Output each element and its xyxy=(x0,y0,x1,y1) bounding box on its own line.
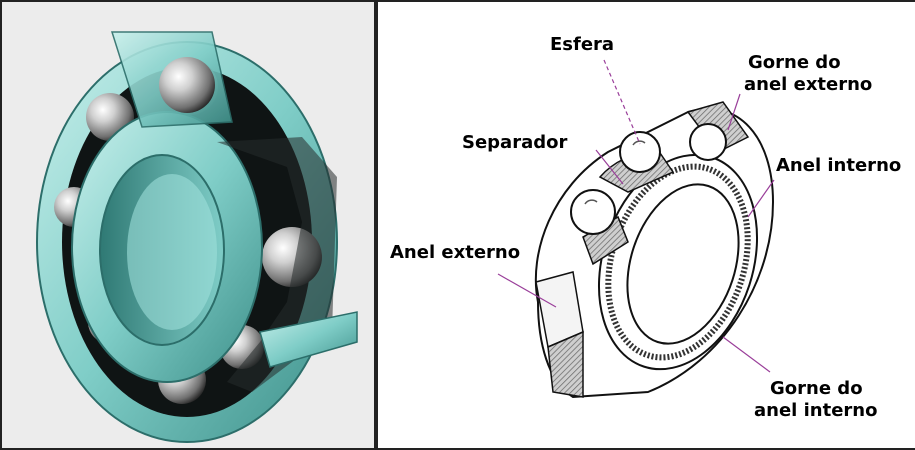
label-gorne-externo-line1: Gorne do xyxy=(748,52,841,73)
label-separador: Separador xyxy=(462,132,567,153)
ball-shape xyxy=(620,132,660,172)
bearing-photo-panel xyxy=(0,0,376,450)
label-anel-externo: Anel externo xyxy=(390,242,520,263)
label-gorne-externo-line2: anel externo xyxy=(744,74,872,95)
label-gorne-interno-line2: anel interno xyxy=(754,400,877,421)
ball-shape xyxy=(571,190,615,234)
label-esfera: Esfera xyxy=(550,34,614,55)
bearing-diagram-panel: Esfera Gorne do anel externo Separador A… xyxy=(376,0,915,450)
label-gorne-interno-line1: Gorne do xyxy=(770,378,863,399)
label-anel-interno: Anel interno xyxy=(776,155,901,176)
leader-line-gorne-interno xyxy=(723,337,770,372)
ball-shape xyxy=(690,124,726,160)
bearing-photo xyxy=(2,2,374,448)
leader-line-esfera xyxy=(604,60,640,144)
